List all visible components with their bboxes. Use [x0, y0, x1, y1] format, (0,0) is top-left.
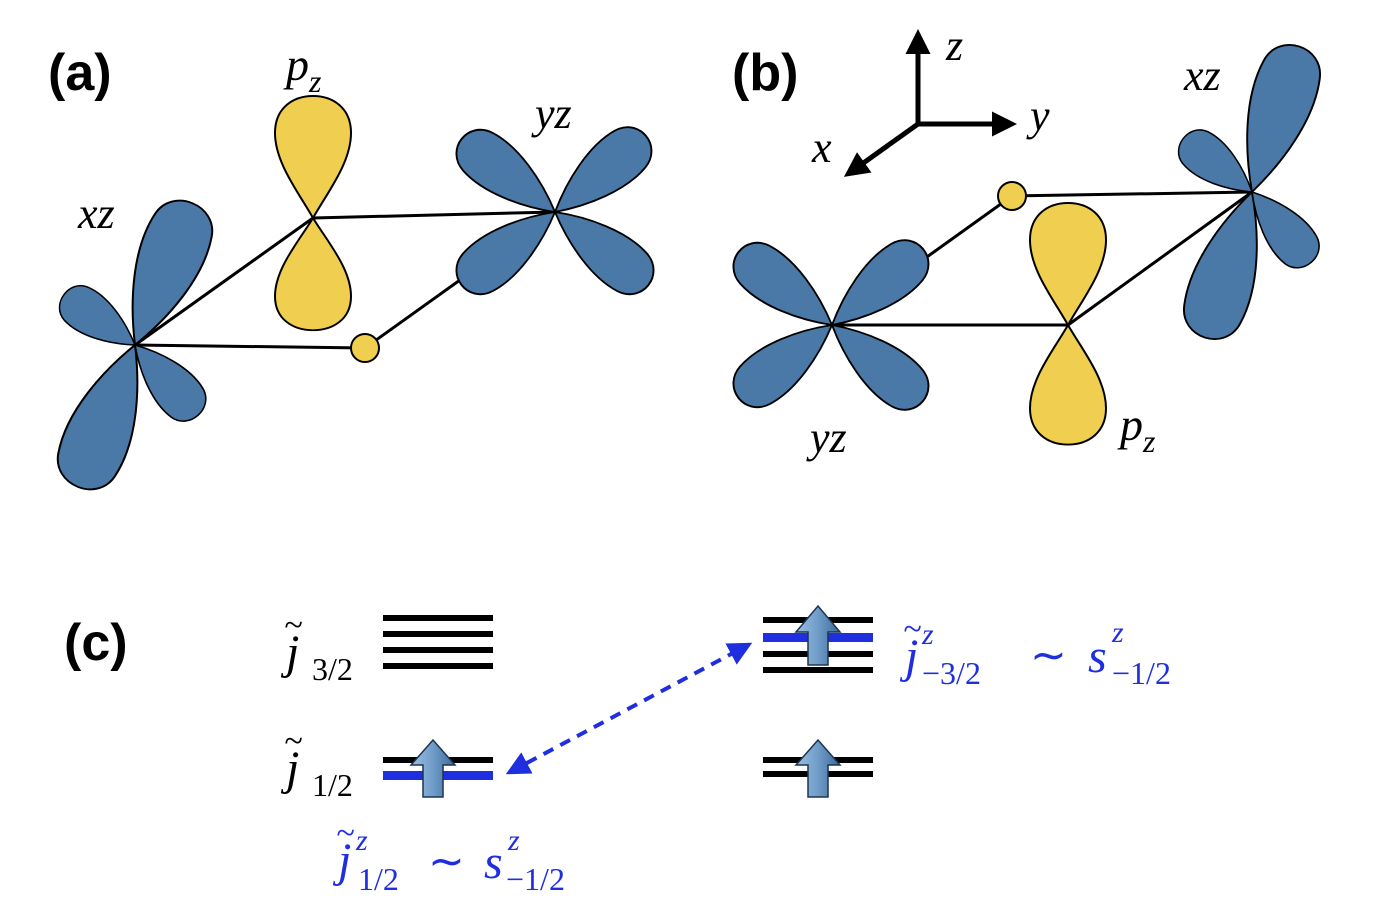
transition-double-arrow [505, 642, 753, 775]
left-j32-line-1 [383, 615, 493, 621]
level-label-j32: j ~ 3/2 [280, 607, 353, 687]
ann-left-s: s [484, 836, 503, 889]
z-axis-label: z [945, 21, 963, 70]
annotation-right: j ~ z −3/2 ∼ s z −1/2 [899, 611, 1171, 691]
j12-subscript: 1/2 [312, 767, 353, 803]
left-j32-line-2 [383, 631, 493, 637]
xz-label-a: xz [77, 189, 115, 238]
coordinate-axes [843, 29, 1017, 177]
spin-arrow-right-upper [794, 604, 842, 666]
pz-label-a: pz [283, 39, 322, 99]
left-j32-line-3 [383, 647, 493, 653]
spin-arrow-right-lower [794, 738, 842, 798]
oxygen-atom-b [997, 181, 1027, 211]
ann-right-tilde: ~ [903, 611, 921, 648]
ann-right-j-sup: z [921, 618, 934, 651]
xz-label-b: xz [1183, 51, 1221, 100]
yz-label-b: yz [806, 413, 847, 462]
j32-subscript: 3/2 [312, 651, 353, 687]
ann-left-j-sub: 1/2 [358, 861, 399, 897]
y-axis-label: y [1026, 91, 1050, 140]
j32-tilde: ~ [284, 607, 302, 644]
orbital-pz-a [274, 95, 352, 332]
ann-right-sim: ∼ [1030, 631, 1067, 680]
panel-c-label: (c) [64, 614, 128, 672]
x-axis-label: x [811, 123, 832, 172]
right-j32-line-4 [763, 667, 873, 673]
yz-label-a: yz [531, 89, 572, 138]
level-label-j12: j ~ 1/2 [280, 723, 353, 803]
panel-b: (b) z y x [722, 21, 1331, 462]
annotation-left: j ~ z 1/2 ∼ s z −1/2 [332, 815, 565, 897]
panel-b-label: (b) [732, 44, 798, 102]
left-level-scheme [383, 615, 493, 798]
panel-a-label: (a) [48, 44, 112, 102]
right-level-scheme [763, 604, 873, 798]
j12-tilde: ~ [284, 723, 302, 760]
ann-left-s-sup: z [507, 824, 520, 857]
left-j32-line-4 [383, 663, 493, 669]
panel-a: (a) xz yz [46, 39, 665, 501]
ann-left-sim: ∼ [428, 837, 465, 886]
ann-left-tilde: ~ [336, 815, 354, 852]
x-axis-arrow [843, 121, 920, 177]
bond-xz-oxygen [134, 343, 366, 350]
ann-right-s-sup: z [1111, 616, 1124, 649]
ann-left-j-sup: z [355, 824, 368, 857]
pz-label-b: pz [1117, 399, 1156, 459]
panel-c: (c) j ~ 3/2 j ~ 1/2 [64, 604, 1171, 897]
bond-pz-yz [312, 210, 556, 220]
ann-right-s-sub: −1/2 [1112, 655, 1171, 691]
ann-right-j-sub: −3/2 [922, 655, 981, 691]
bond-pz-xz [1067, 190, 1253, 327]
spin-arrow-left [409, 738, 457, 798]
ann-left-s-sub: −1/2 [506, 861, 565, 897]
bond-oxygen-xz [1011, 190, 1253, 198]
oxygen-atom-a [350, 333, 380, 363]
ann-right-s: s [1088, 630, 1107, 683]
bond-xz-pz [134, 216, 314, 347]
orbital-yz-a [445, 115, 665, 306]
